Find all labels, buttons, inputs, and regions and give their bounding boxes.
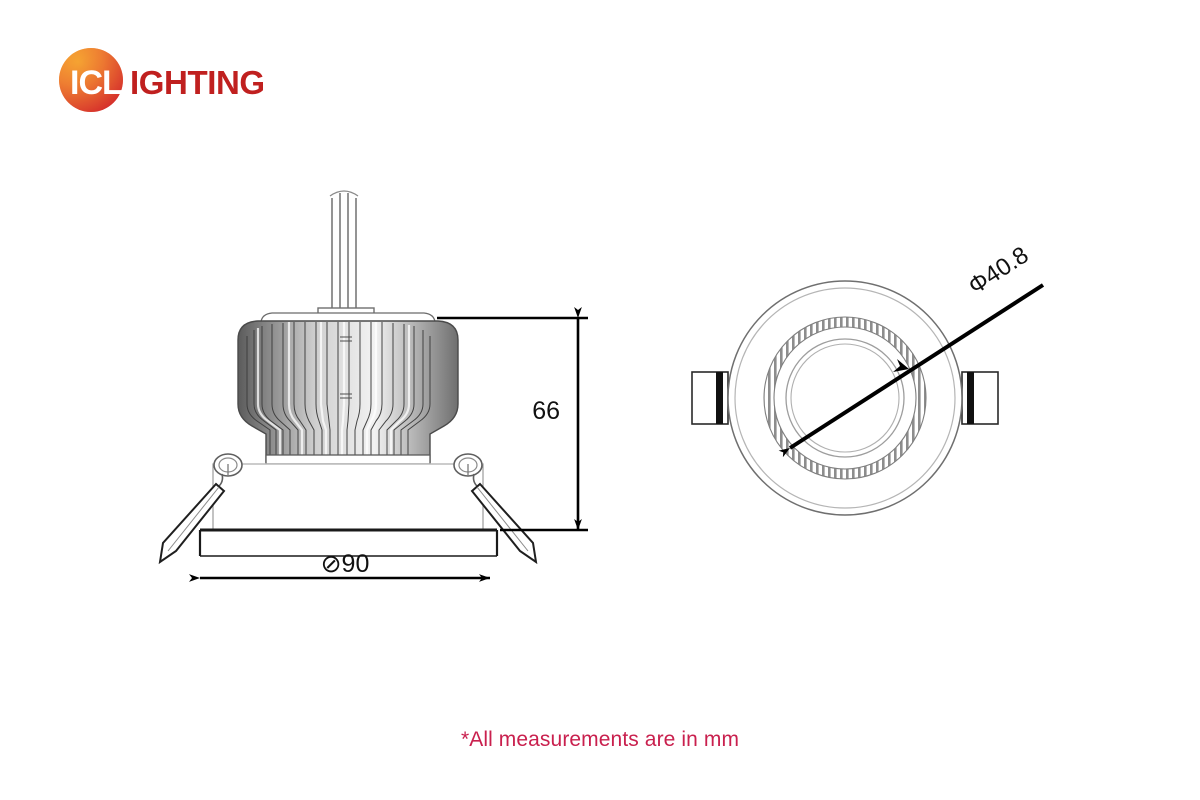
mounting-tab-left bbox=[691, 371, 729, 425]
height-dimension: 66 bbox=[437, 307, 588, 532]
reflector-inner-circle bbox=[790, 343, 900, 453]
aperture-ring-inner-line bbox=[773, 326, 917, 470]
mounting-tab-right bbox=[961, 371, 999, 425]
heatsink-base-collar bbox=[265, 454, 431, 465]
logo-circle-overlay bbox=[59, 48, 123, 112]
aperture-diameter-inner-arrowhead bbox=[893, 359, 909, 372]
heatsink-fins bbox=[246, 322, 431, 462]
mounting-tab-left-bar bbox=[716, 372, 723, 424]
cable-top-curve bbox=[329, 190, 359, 197]
spring-clip-left-blade bbox=[158, 482, 226, 565]
brand-logo-svg: ICL IGHTING bbox=[59, 48, 265, 112]
logo-mark-text: ICL bbox=[70, 64, 122, 102]
aperture-knurled-ring bbox=[764, 317, 926, 479]
heatsink-fin-highlights bbox=[256, 322, 411, 460]
brand-logo: ICL IGHTING bbox=[58, 44, 318, 116]
logo-word-text: IGHTING bbox=[130, 64, 265, 101]
aperture-diameter-dimension-line bbox=[778, 283, 1045, 458]
spring-clip-left-blade-fold bbox=[167, 486, 220, 552]
cable-wires bbox=[331, 193, 357, 310]
spring-clip-right bbox=[453, 453, 538, 565]
spring-clip-left bbox=[158, 453, 243, 565]
trim-ring-body bbox=[212, 463, 484, 531]
spring-clip-right-blade bbox=[470, 482, 538, 565]
bezel-inner-edge-circle bbox=[734, 287, 956, 509]
measurement-units-note: *All measurements are in mm bbox=[460, 728, 740, 751]
outer-diameter-dimension-label: ⊘90 bbox=[321, 550, 370, 578]
height-dimension-label: 66 bbox=[532, 397, 560, 425]
front-plan-view: Φ40.8 bbox=[691, 242, 1045, 516]
mounting-tab-right-bar bbox=[967, 372, 974, 424]
side-elevation-view: 66 ⊘90 bbox=[158, 190, 588, 582]
spring-clip-right-blade-fold bbox=[476, 486, 529, 552]
heatsink-top-cap bbox=[260, 312, 436, 323]
aperture-diameter-dimension-label: Φ40.8 bbox=[964, 242, 1034, 301]
heatsink-center-detail bbox=[340, 336, 352, 399]
outer-diameter-dimension: ⊘90 bbox=[189, 550, 490, 582]
heatsink-body bbox=[237, 320, 459, 463]
aperture-ring-outer-line bbox=[763, 316, 927, 480]
